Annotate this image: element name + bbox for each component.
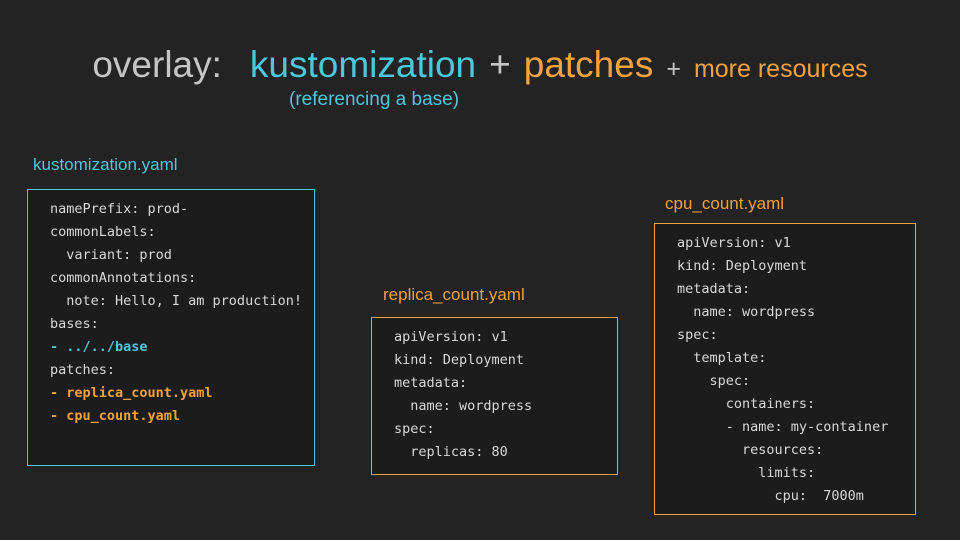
code-line: name: wordpress bbox=[677, 304, 816, 320]
code-box-replica-count: apiVersion: v1 kind: Deployment metadata… bbox=[371, 317, 618, 475]
code-line: spec: bbox=[394, 421, 435, 437]
title-subtitle: (referencing a base) bbox=[289, 89, 460, 110]
title-kustomization-label: kustomization bbox=[249, 44, 477, 85]
code-line: name: wordpress bbox=[394, 398, 533, 414]
code-line: patches: bbox=[50, 362, 116, 378]
slide-title: overlay: kustomization + patches + more … bbox=[0, 44, 960, 86]
code-line: - name: my-container bbox=[677, 419, 889, 435]
code-line: resources: bbox=[677, 442, 824, 458]
code-line: commonLabels: bbox=[50, 224, 156, 240]
code-line: kind: Deployment bbox=[394, 352, 525, 368]
title-plus-sign: + bbox=[489, 44, 511, 85]
code-box-cpu-count: apiVersion: v1 kind: Deployment metadata… bbox=[654, 223, 916, 515]
title-more-resources-label: more resources bbox=[693, 55, 868, 83]
title-patches-label: patches bbox=[523, 44, 654, 85]
code-line: template: bbox=[677, 350, 767, 366]
code-line: note: Hello, I am production! bbox=[50, 293, 302, 309]
title-overlay-label: overlay: bbox=[92, 44, 222, 85]
file-label-replica-count-yaml: replica_count.yaml bbox=[383, 285, 525, 304]
code-line: apiVersion: v1 bbox=[677, 235, 791, 251]
code-line: commonAnnotations: bbox=[50, 270, 197, 286]
code-line: containers: bbox=[677, 396, 816, 412]
code-line: namePrefix: prod- bbox=[50, 201, 189, 217]
file-label-cpu-count-yaml: cpu_count.yaml bbox=[665, 194, 785, 213]
code-line: metadata: bbox=[677, 281, 751, 297]
code-line: limits: bbox=[677, 465, 816, 481]
code-line: - cpu_count.yaml bbox=[50, 408, 181, 424]
code-line: replicas: 80 bbox=[394, 444, 508, 460]
code-line: metadata: bbox=[394, 375, 468, 391]
code-line: apiVersion: v1 bbox=[394, 329, 508, 345]
code-line: - replica_count.yaml bbox=[50, 385, 213, 401]
title-plus-sign-2: + bbox=[666, 55, 681, 83]
code-line: cpu: 7000m bbox=[677, 488, 864, 504]
code-line: bases: bbox=[50, 316, 99, 332]
code-line: variant: prod bbox=[50, 247, 172, 263]
code-line: spec: bbox=[677, 327, 718, 343]
code-line: kind: Deployment bbox=[677, 258, 808, 274]
code-box-kustomization: namePrefix: prod- commonLabels: variant:… bbox=[27, 189, 315, 466]
code-line: spec: bbox=[677, 373, 751, 389]
file-label-kustomization-yaml: kustomization.yaml bbox=[33, 155, 178, 174]
code-line: - ../../base bbox=[50, 339, 148, 355]
